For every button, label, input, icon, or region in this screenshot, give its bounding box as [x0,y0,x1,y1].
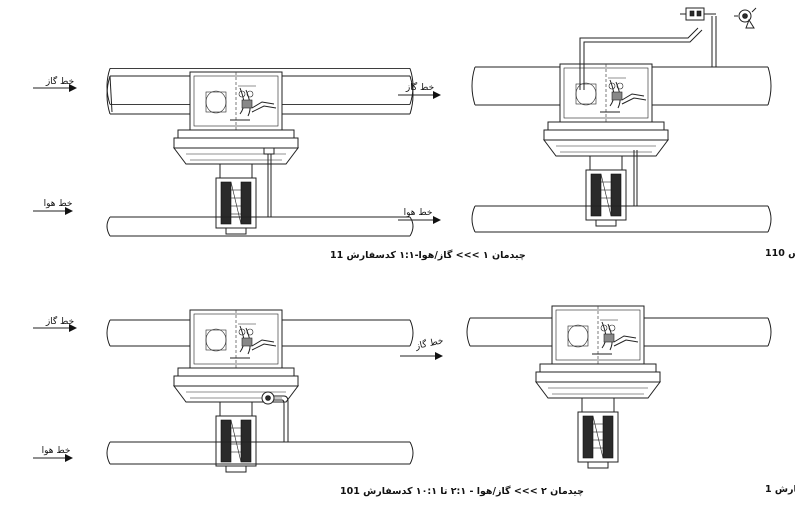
regulator-1 [173,71,299,235]
gas-line-label: خط گاز [405,81,434,93]
air-line-label: خط هوا [404,208,433,218]
regulator-4 [535,305,661,469]
gas-line-label: خط گاز [413,334,444,352]
caption-arrangement-2: چیدمان ۲ >>> گاز/هوا - ۲:۱ تا ۱۰:۱ کدسفا… [340,485,584,497]
gas-line-label: خط گاز [45,315,74,327]
caption-arrangement-3: چیدمان ۳ >>> گاز/هوا - ۱:۲ تا ۱:۱۰ کدسفا… [765,247,795,259]
regulator-2 [173,309,299,473]
pressure-switch-icon [680,7,716,21]
arrangement-3: خط گاز خط هوا چیدمان ۳ >>> گاز/هوا - ۱:۲… [398,7,795,259]
air-pipe [106,216,111,237]
gas-line-label: خط گاز [45,75,74,87]
regulator-3 [543,63,669,227]
air-line-label: خط هوا [42,446,71,456]
air-line-label: خط هوا [44,199,73,209]
arrangement-1: خط گاز خط هوا چیدمان ۱ >>> گاز/هوا-۱:۱ ک… [33,67,526,261]
caption-arrangement-4: چیدمان ۴ >>> فشار گاز مستقل از فشار هوا … [765,483,795,495]
gas-pipe [106,67,414,113]
arrangement-2: خط گاز خط هوا چیدمان ۲ >>> گاز/هوا - ۲:۱… [33,309,584,497]
gas-valve-icon [734,7,757,29]
arrangement-4: خط گاز چیدمان ۴ >>> فشار گاز مستقل از فش… [400,305,795,495]
caption-arrangement-1: چیدمان ۱ >>> گاز/هوا-۱:۱ کدسفارش 11 [330,249,526,261]
